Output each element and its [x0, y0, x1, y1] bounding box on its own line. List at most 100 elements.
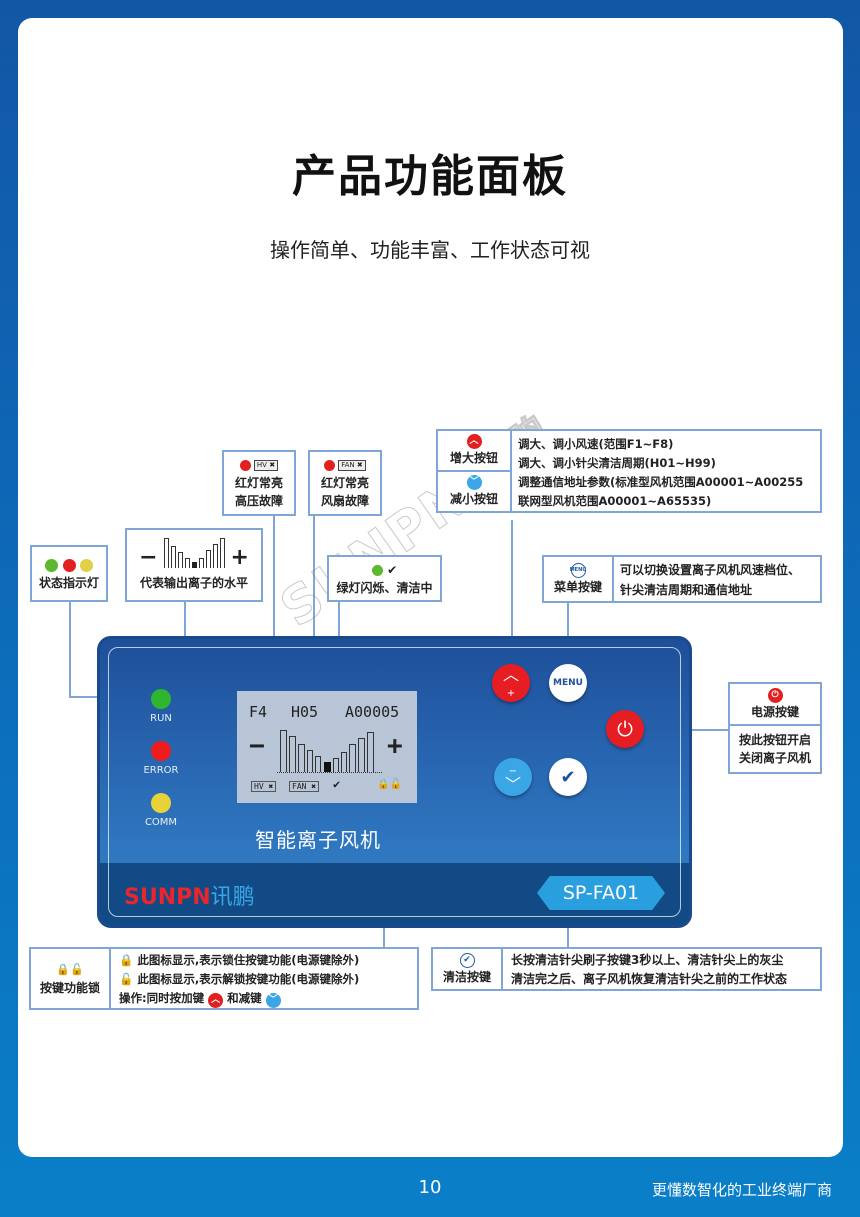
lcd-clean-period: H05 [291, 703, 319, 721]
key-lock-label: 按键功能锁 [39, 980, 100, 995]
up-button-label-cell: ︿ 增大按钮 [438, 431, 510, 472]
level-bar [333, 758, 339, 772]
up-button-label: 增大按钮 [449, 451, 498, 465]
brush-icon: ✔ [387, 562, 398, 577]
cleaning-indicator: ✔ [371, 561, 398, 579]
power-button[interactable]: ⏻ [606, 710, 644, 748]
level-bar [367, 732, 374, 772]
clean-key-description: 长按清洁针尖刷子按键3秒以上、清洁针尖上的灰尘 清洁完之后、离子风机恢复清洁针尖… [503, 949, 795, 989]
lock-icon: 🔒 [119, 953, 138, 967]
level-bar [198, 558, 204, 568]
level-bar [349, 744, 356, 772]
ion-level-graphic: − + [139, 538, 249, 570]
callout-power: ⏻ 电源按键 按此按钮开启 关闭离子风机 [728, 682, 822, 774]
clean-key-label: 清洁按键 [442, 969, 491, 984]
description-line: 按此按钮开启 [738, 733, 811, 747]
connector-line [511, 520, 513, 670]
hv-fault-line2: 高压故障 [234, 494, 283, 508]
down-arrow-icon: ﹀ [466, 475, 482, 490]
level-bar [280, 730, 287, 772]
plus-icon: + [230, 545, 249, 570]
key-lock-description: 🔒 此图标显示,表示锁住按键功能(电源键除外) 🔓 此图标显示,表示解锁按键功能… [111, 949, 367, 1008]
level-bar [307, 750, 313, 772]
callout-up-down: ︿ 增大按钮 ﹀ 减小按钮 调大、调小风速(范围F1~F8) 调大、调小针尖清洁… [436, 429, 822, 513]
level-bar [184, 558, 190, 568]
level-bar [358, 738, 365, 772]
description-line: 关闭离子风机 [738, 751, 811, 765]
status-lights-icons [45, 556, 93, 574]
up-arrow-icon: ︿ [208, 993, 224, 1008]
description-line: 联网型风机范围A00001~A65535) [518, 494, 712, 508]
error-led-label: ERROR [143, 765, 179, 776]
level-bar [163, 538, 169, 568]
level-bar [315, 756, 321, 772]
menu-icon: MENU [570, 562, 586, 578]
lcd-hv-tag: HV ✖ [251, 781, 277, 792]
menu-label: 菜单按键 [553, 579, 602, 594]
decrease-button[interactable]: −﹀ [494, 758, 532, 796]
error-led [151, 741, 171, 761]
yellow-light-icon [79, 558, 93, 572]
level-bar [205, 550, 211, 568]
brush-icon: ✔ [560, 766, 576, 788]
connector-line [69, 602, 71, 697]
description-line: 调整通信地址参数(标准型风机范围A00001~A00255 [518, 475, 804, 489]
up-down-description: 调大、调小风速(范围F1~F8) 调大、调小针尖清洁周期(H01~H99) 调整… [512, 431, 809, 511]
callout-clean-key: ✔ 清洁按键 长按清洁针尖刷子按键3秒以上、清洁针尖上的灰尘 清洁完之后、离子风… [431, 947, 822, 991]
lcd-fan-tag: FAN ✖ [289, 781, 320, 792]
page-number: 10 [418, 1177, 442, 1198]
hv-fault-indicator: HV ✖ [239, 456, 279, 474]
down-arrow-icon: −﹀ [504, 766, 521, 794]
down-button-label: 减小按钮 [449, 492, 498, 506]
minus-icon: − [139, 545, 158, 570]
level-bar [219, 538, 225, 568]
description-line: 调大、调小风速(范围F1~F8) [518, 437, 674, 451]
fan-fault-line2: 风扇故障 [320, 494, 369, 508]
clean-button[interactable]: ✔ [549, 758, 587, 796]
callout-menu: MENU 菜单按键 可以切换设置离子风机风速档位、 针尖清洁周期和通信地址 [542, 555, 822, 603]
lcd-lock-icons: 🔒🔓 [377, 779, 402, 790]
callout-status-lights: 状态指示灯 [30, 545, 108, 602]
callout-key-lock: 🔒🔓 按键功能锁 🔒 此图标显示,表示锁住按键功能(电源键除外) 🔓 此图标显示… [29, 947, 419, 1010]
description-line: 操作:同时按加键 ︿ 和减键 ﹀ [119, 989, 359, 1008]
page-title: 产品功能面板 [292, 151, 568, 202]
red-light-icon [239, 460, 251, 471]
menu-button[interactable]: MENU [549, 664, 587, 702]
down-button-label-cell: ﹀ 减小按钮 [438, 472, 510, 511]
level-bar [289, 736, 296, 772]
power-label-cell: ⏻ 电源按键 [730, 684, 820, 726]
down-arrow-icon: ﹀ [265, 993, 281, 1008]
menu-label-cell: MENU 菜单按键 [544, 557, 614, 601]
level-bar [177, 552, 183, 568]
description-line: 长按清洁针尖刷子按键3秒以上、清洁针尖上的灰尘 [511, 953, 784, 967]
description-line: 调大、调小针尖清洁周期(H01~H99) [518, 456, 716, 470]
key-lock-label-cell: 🔒🔓 按键功能锁 [31, 949, 111, 1008]
level-bar-active [324, 762, 331, 772]
description-line: 针尖清洁周期和通信地址 [620, 583, 753, 597]
fan-fault-line1: 红灯常亮 [320, 476, 369, 490]
up-down-labels: ︿ 增大按钮 ﹀ 减小按钮 [438, 431, 512, 511]
increase-button[interactable]: ︿+ [492, 664, 530, 702]
menu-description: 可以切换设置离子风机风速档位、 针尖清洁周期和通信地址 [614, 557, 806, 601]
status-lights-label: 状态指示灯 [38, 575, 99, 590]
hv-fault-line1: 红灯常亮 [234, 476, 283, 490]
level-bar [341, 752, 347, 772]
clean-key-label-cell: ✔ 清洁按键 [433, 949, 503, 989]
cleaning-label: 绿灯闪烁、清洁中 [336, 580, 433, 595]
green-light-icon [371, 564, 383, 576]
level-bar-active [191, 562, 197, 568]
fan-tag: FAN ✖ [338, 460, 366, 471]
unlock-icon: 🔓 [119, 972, 138, 986]
power-label: 电源按键 [750, 704, 799, 719]
callout-hv-fault: HV ✖ 红灯常亮 高压故障 [222, 450, 296, 516]
description-line: 可以切换设置离子风机风速档位、 [620, 563, 801, 577]
panel-border [108, 647, 681, 917]
lcd-plus-icon: + [387, 731, 403, 761]
hv-tag: HV ✖ [253, 460, 279, 471]
up-arrow-icon: ︿ [466, 434, 482, 449]
up-arrow-icon: ︿+ [502, 665, 519, 699]
ion-level-label: 代表输出离子的水平 [139, 576, 248, 590]
brand-logo: SUNPN讯鹏 [124, 885, 255, 910]
description-line: 🔒 此图标显示,表示锁住按键功能(电源键除外) [119, 953, 360, 967]
page-subtitle: 操作简单、功能丰富、工作状态可视 [270, 238, 590, 262]
